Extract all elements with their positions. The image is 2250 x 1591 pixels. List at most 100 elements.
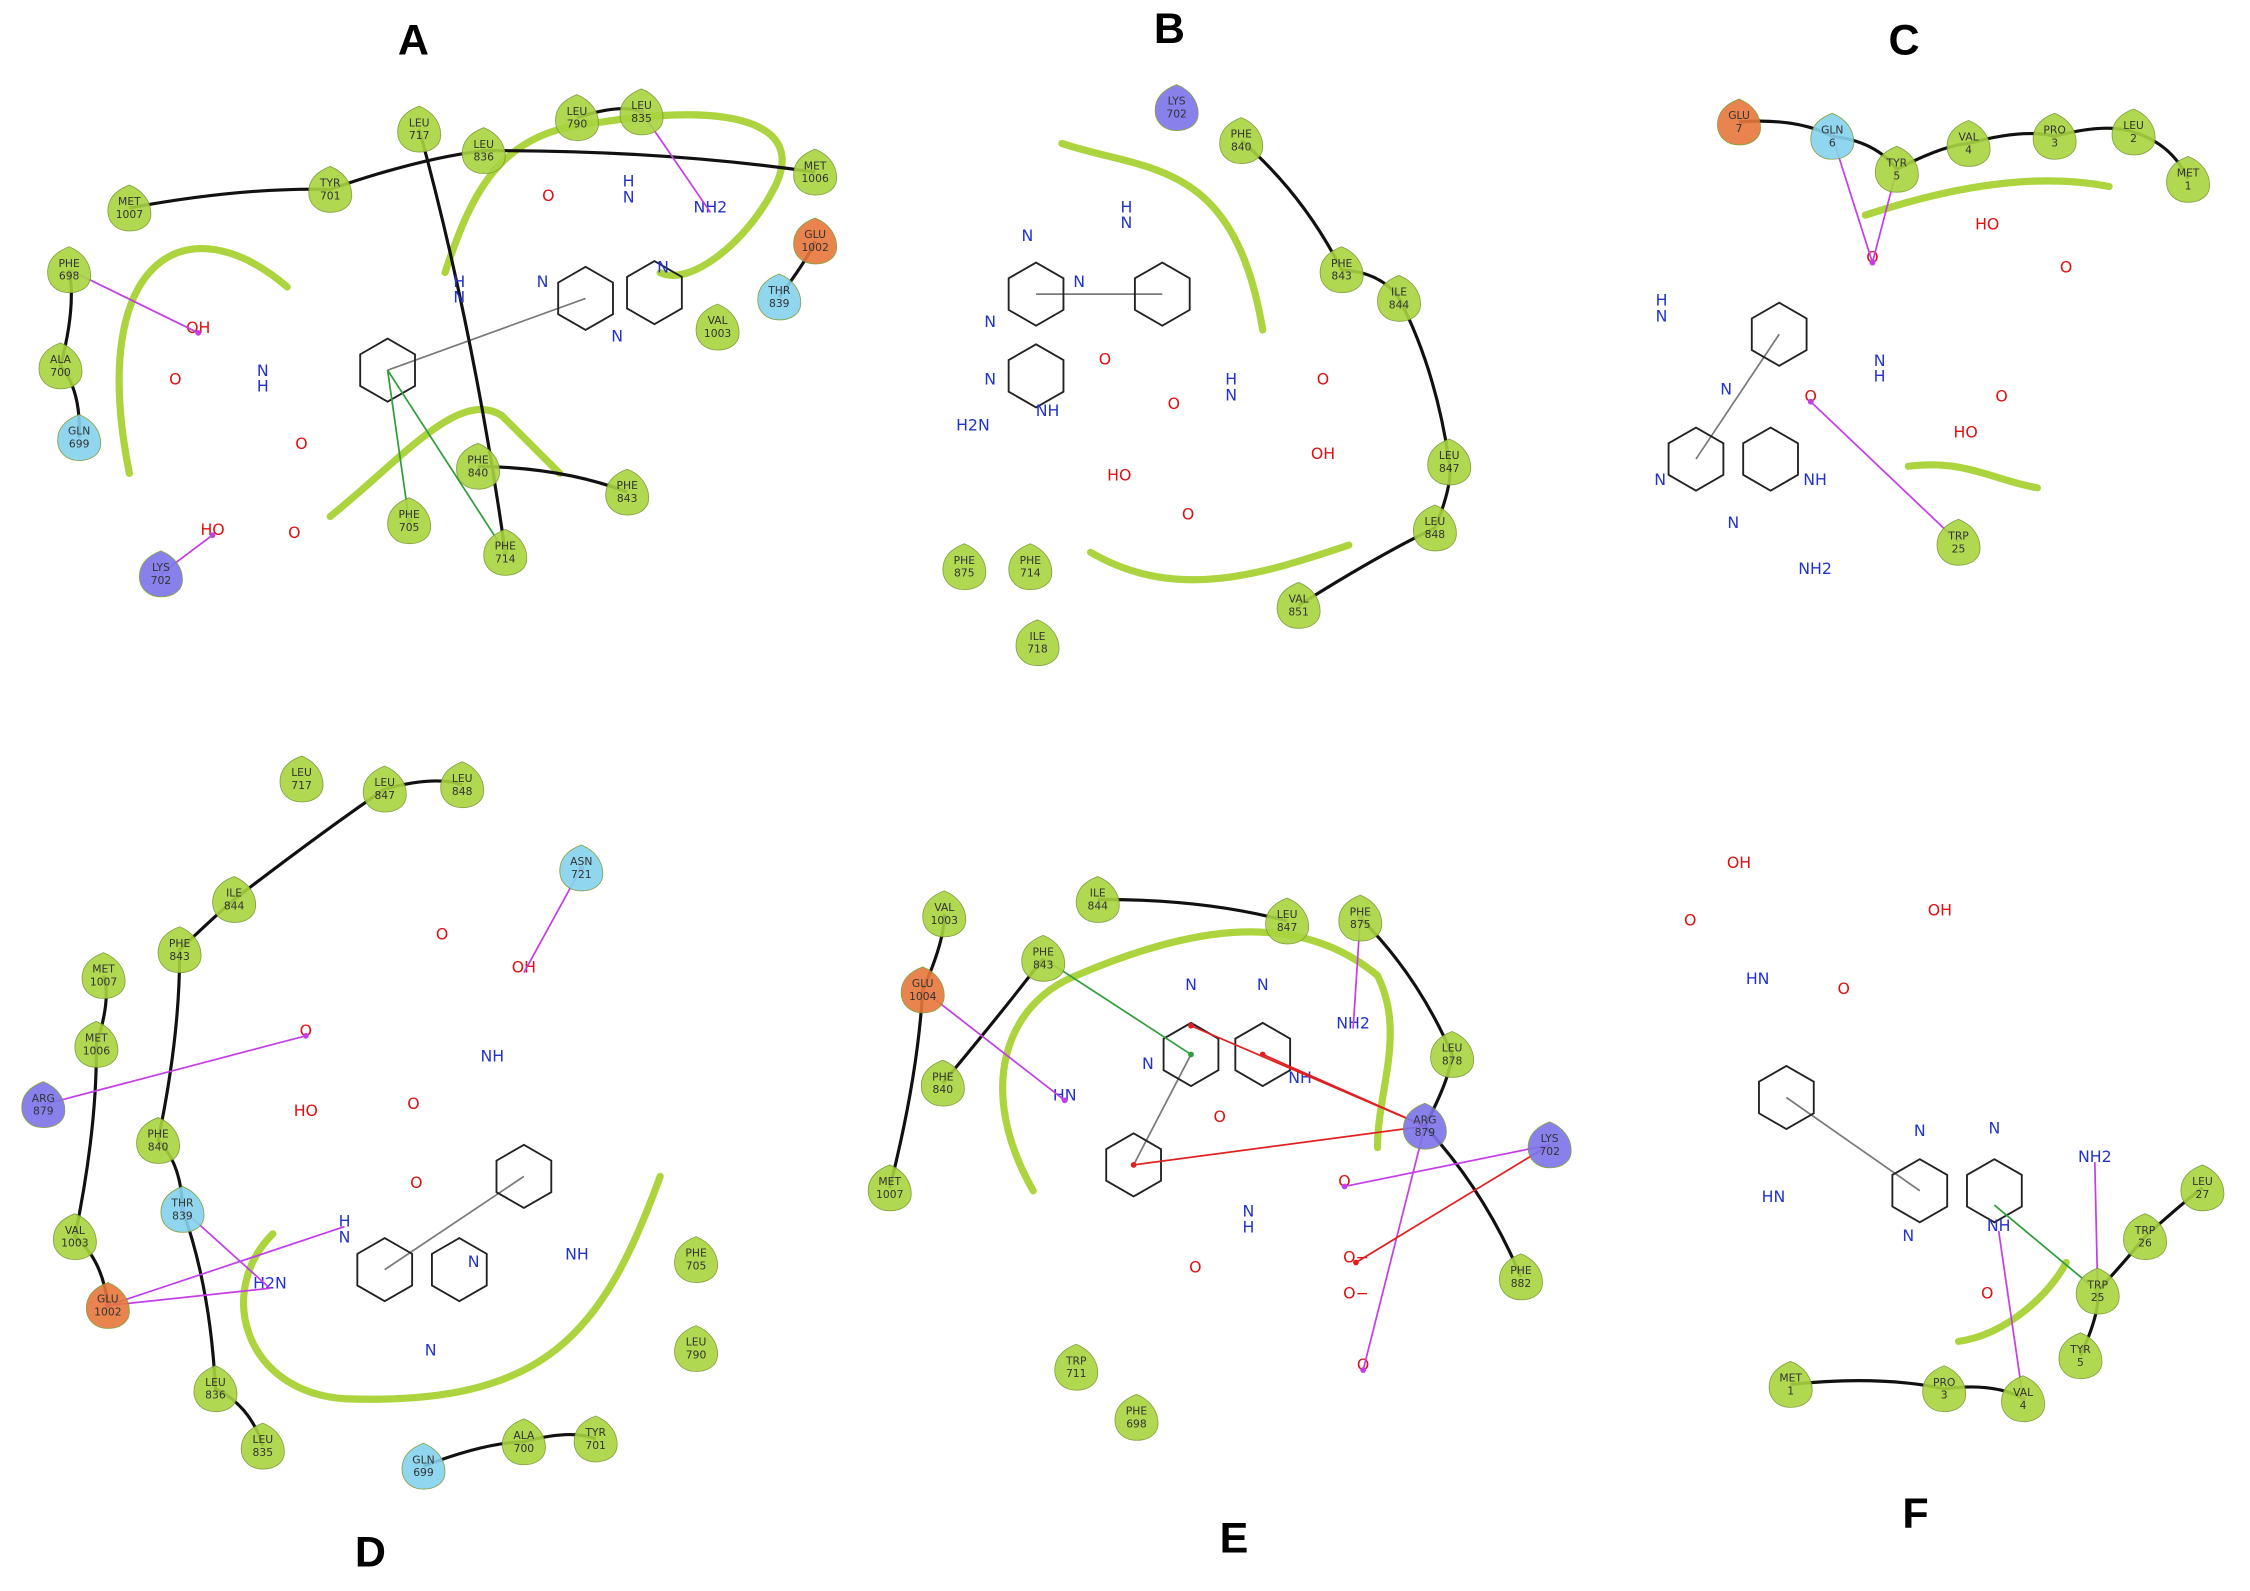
- residue-marker: [85, 1282, 130, 1329]
- atom-label-line: H2N: [956, 415, 990, 434]
- residue-number: 835: [253, 1446, 274, 1459]
- residue-name: ASN: [570, 855, 592, 868]
- atom-label: N: [1022, 226, 1034, 245]
- residue-name: MET: [85, 1032, 108, 1045]
- atom-label: H2N: [956, 415, 990, 434]
- residue-marker: [559, 844, 604, 892]
- residue-name: ALA: [513, 1429, 535, 1442]
- residue-name: PHE: [1033, 945, 1055, 958]
- pi-cation-line: [1262, 1053, 1426, 1127]
- residue-marker: [456, 442, 500, 490]
- hbond-line: [1362, 1125, 1426, 1371]
- aromatic-ring: [1966, 1158, 2023, 1224]
- atom-label: HN: [1053, 1085, 1077, 1104]
- atom-label-line: N: [984, 369, 996, 388]
- residue-name: ILE: [1090, 887, 1106, 900]
- residue-number: 698: [59, 270, 80, 283]
- residue-marker: [793, 217, 838, 265]
- interaction-endpoint: [1188, 1022, 1194, 1029]
- atom-label-line: H: [453, 272, 465, 291]
- atom-label-line: OH: [1311, 444, 1335, 463]
- residue-name: PHE: [398, 508, 420, 521]
- atom-label-line: HO: [294, 1101, 318, 1120]
- residue-marker: [401, 1442, 446, 1490]
- atom-label: O: [1182, 504, 1194, 523]
- pocket-ribbon: [240, 1172, 664, 1403]
- pi-cation-line: [1133, 1125, 1425, 1166]
- residue-number: 714: [1020, 567, 1041, 580]
- atom-label-line: N: [453, 288, 465, 307]
- aromatic-ring: [1742, 426, 1799, 492]
- atom-label-line: HO: [200, 520, 224, 539]
- residue-number: 844: [1389, 298, 1410, 311]
- residue-marker: [695, 303, 740, 351]
- aromatic-ring: [1007, 261, 1065, 327]
- atom-label-line: NH2: [694, 197, 728, 216]
- residue-name: TYR: [584, 1426, 606, 1439]
- atom-label-line: OH: [1928, 900, 1952, 919]
- residue-number: 847: [1277, 921, 1298, 934]
- atom-label-line: O: [1805, 387, 1817, 406]
- panel-label-b: B: [1154, 5, 1185, 53]
- residue-name: ARG: [32, 1092, 55, 1105]
- atom-label-line: N: [1142, 1054, 1154, 1073]
- atom-label-line: N: [657, 258, 669, 277]
- residue-name: ARG: [1413, 1113, 1436, 1126]
- residue-marker: [1021, 934, 1066, 982]
- residue-number: 840: [1231, 141, 1252, 154]
- residue-number: 6: [1829, 136, 1836, 149]
- residue-name: VAL: [65, 1224, 85, 1237]
- atom-label-line: N: [1185, 975, 1197, 994]
- residue-marker: [57, 414, 102, 461]
- residue-name: LEU: [1442, 1042, 1463, 1055]
- residue-number: 847: [374, 789, 395, 802]
- residue-number: 27: [2196, 1188, 2210, 1201]
- atom-label-line: HN: [1053, 1085, 1077, 1104]
- residue-name: TYR: [1886, 156, 1908, 169]
- residue-marker: [47, 246, 92, 294]
- residue-name: ILE: [1391, 286, 1407, 299]
- atom-label: N: [657, 258, 669, 277]
- residue-name: PHE: [1126, 1405, 1148, 1418]
- atom-label-line: O: [1981, 1283, 1993, 1302]
- residue-marker: [1154, 84, 1199, 131]
- pi-stack-line: [386, 370, 410, 521]
- residue-number: 701: [585, 1439, 606, 1452]
- atom-label: OH: [1928, 900, 1952, 919]
- backbone-segment: [417, 128, 507, 553]
- aromatic-ring: [626, 260, 683, 326]
- residue-marker: [52, 1213, 97, 1261]
- residue-number: 2: [2130, 132, 2137, 145]
- residue-name: VAL: [708, 314, 728, 327]
- residue-marker: [212, 876, 257, 923]
- atom-label-line: N: [1242, 1202, 1254, 1221]
- atom-label: O: [169, 369, 181, 388]
- residue-number: 836: [205, 1389, 226, 1402]
- residue-name: GLU: [912, 977, 934, 990]
- hbond-line: [107, 1225, 345, 1307]
- aromatic-ring: [359, 337, 416, 403]
- residue-number: 700: [50, 366, 71, 379]
- residue-marker: [1922, 1365, 1967, 1413]
